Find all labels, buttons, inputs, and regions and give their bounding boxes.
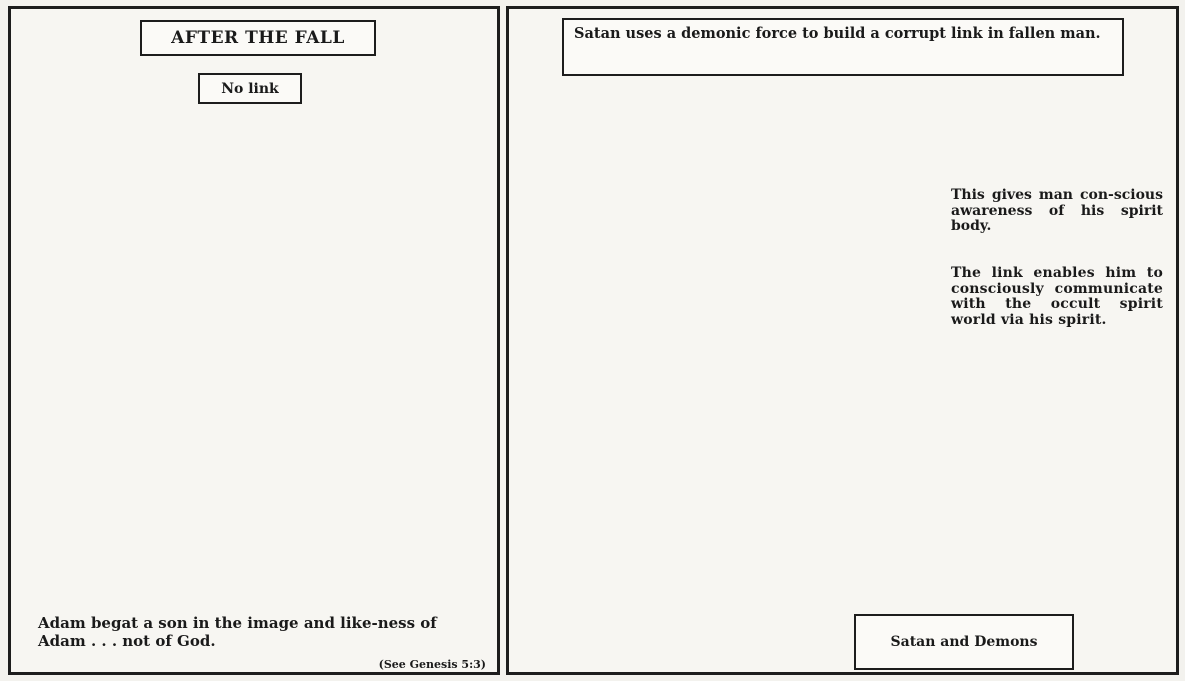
occult-link-note: The link enables him to consciously comm… (951, 266, 1163, 329)
after-the-fall-panel (8, 6, 500, 675)
awareness-note: This gives man con-scious awareness of h… (951, 188, 1163, 235)
adam-caption: Adam begat a son in the image and like-n… (38, 614, 478, 650)
satan-and-demons-label: Satan and Demons (854, 614, 1074, 670)
panel-title: AFTER THE FALL (140, 20, 376, 56)
corrupt-link-panel (506, 6, 1179, 675)
panel-header: Satan uses a demonic force to build a co… (562, 18, 1124, 76)
genesis-reference: (See Genesis 5:3) (350, 658, 486, 671)
no-link-label: No link (198, 73, 302, 104)
